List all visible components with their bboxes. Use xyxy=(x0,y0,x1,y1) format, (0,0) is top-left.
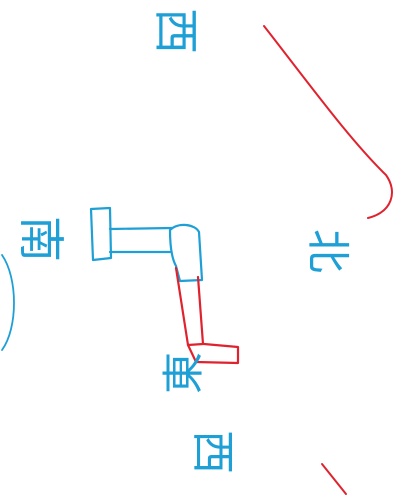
label-top: 西 xyxy=(153,8,199,54)
red-corner-stroke xyxy=(322,464,346,494)
label-middle: 東 xyxy=(163,352,205,394)
blue-arc-curve xyxy=(2,255,14,350)
label-left: 南 xyxy=(18,216,64,262)
label-right: 北 xyxy=(305,229,349,273)
red-stem-shape xyxy=(176,268,238,363)
label-bottom: 西 xyxy=(190,430,234,474)
blue-l-shape xyxy=(91,208,202,281)
red-arc-curve xyxy=(264,26,392,218)
